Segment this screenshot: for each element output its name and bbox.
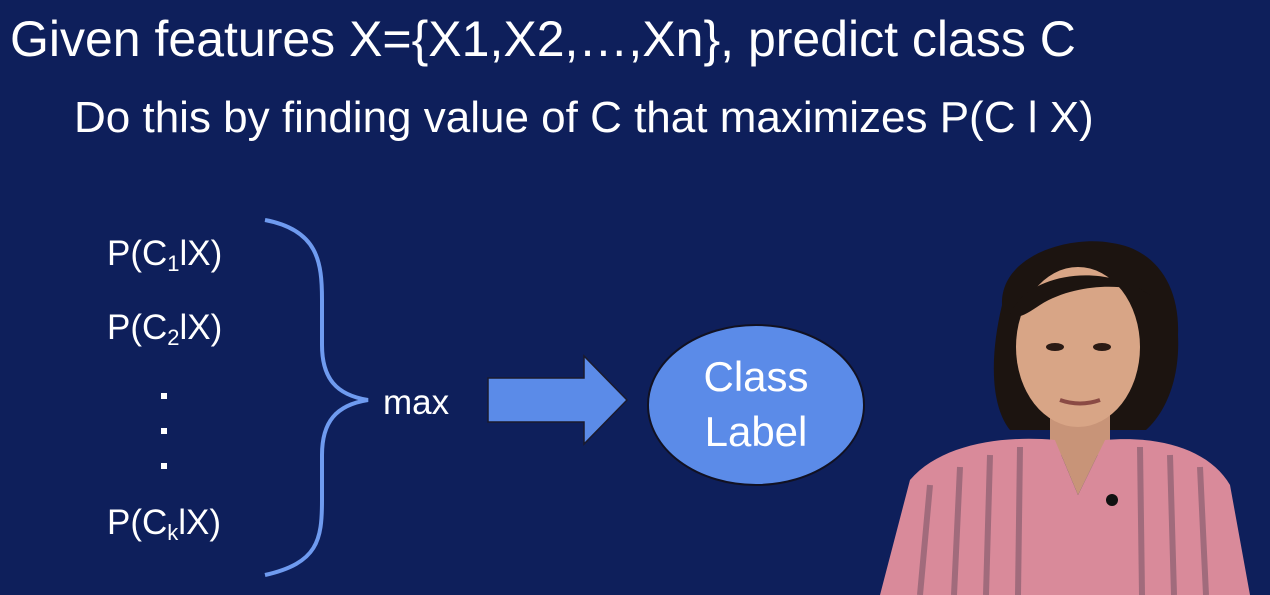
- max-label: max: [383, 383, 450, 422]
- class-label-ellipse: [647, 324, 865, 486]
- prob-c1: P(C1lX): [107, 234, 223, 276]
- prob-ck: P(CklX): [107, 503, 222, 545]
- prob-c2: P(C2lX): [107, 308, 223, 350]
- right-arrow: [487, 354, 629, 446]
- presenter-image: [880, 241, 1250, 595]
- curly-brace: [264, 218, 369, 577]
- class-label-line2: Label: [704, 408, 808, 455]
- slide-subtitle: Do this by finding value of C that maxim…: [74, 93, 1094, 142]
- ellipsis-dot: [161, 393, 167, 399]
- class-label-text: Class Label: [648, 349, 864, 459]
- ellipsis-dot: [161, 428, 167, 434]
- slide-title: Given features X={X1,X2,…,Xn}, predict c…: [10, 11, 1076, 67]
- class-label-line1: Class: [703, 353, 809, 400]
- ellipsis-dot: [161, 463, 167, 469]
